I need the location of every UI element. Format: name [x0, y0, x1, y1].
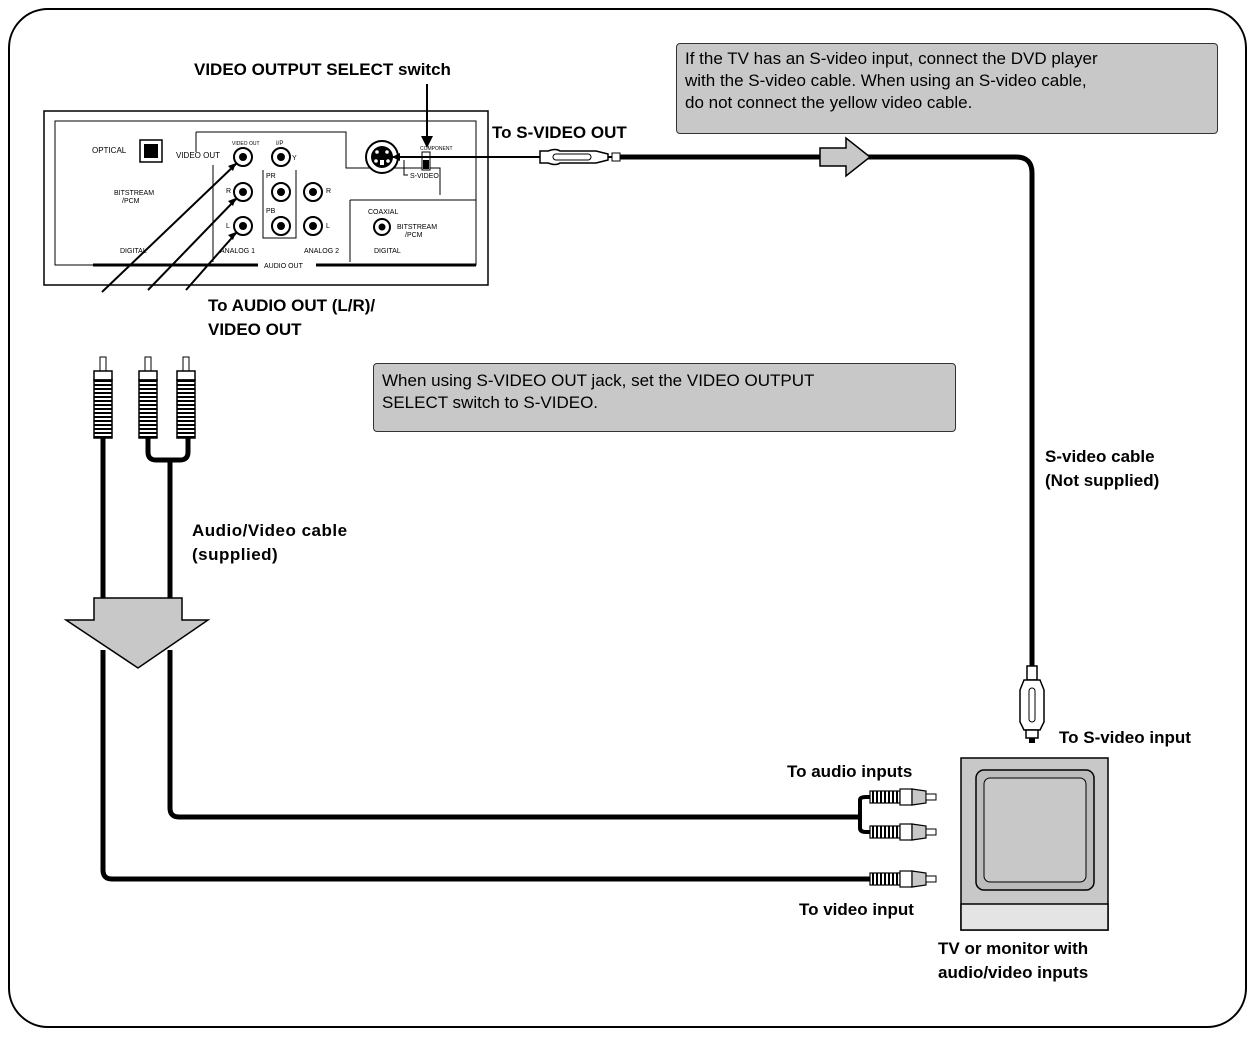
panel-pcm2-label: /PCM — [405, 232, 423, 239]
tv-video-plug — [869, 870, 937, 888]
audio-video-pointer-lines — [101, 162, 238, 293]
panel-bitstream2-label: BITSTREAM — [397, 224, 437, 231]
diagram-frame — [8, 8, 1247, 1028]
panel-l2-label: L — [326, 223, 330, 230]
panel-audio-out-label: AUDIO OUT — [264, 263, 304, 270]
switch-tip-line2: SELECT switch to S-VIDEO. — [382, 393, 599, 412]
av-cable-label-line2: (supplied) — [192, 545, 279, 564]
to-audio-out-label-line1: To AUDIO OUT (L/R)/ — [208, 296, 376, 315]
to-svideo-input-label: To S-video input — [1059, 728, 1191, 747]
audio-video-cable — [63, 356, 870, 882]
panel-pb-label: PB — [266, 208, 276, 215]
to-svideo-out-label: To S-VIDEO OUT — [492, 123, 627, 142]
panel-video-out-label: VIDEO OUT — [176, 151, 220, 160]
panel-svideo-label: S-VIDEO — [410, 173, 439, 180]
svideo-tip-note: If the TV has an S-video input, connect … — [676, 43, 1218, 134]
jack-svideo-out — [365, 140, 399, 174]
tv-label-line2: audio/video inputs — [938, 963, 1089, 982]
to-audio-out-label-line2: VIDEO OUT — [208, 320, 302, 339]
svideo-cable-label-line2: (Not supplied) — [1045, 471, 1160, 490]
tv-audio-plug-2 — [869, 823, 937, 841]
av-cable-label-line1: Audio/Video cable — [192, 521, 348, 540]
panel-digital-label: DIGITAL — [120, 248, 147, 255]
video-output-select-label: VIDEO OUTPUT SELECT switch — [194, 60, 451, 79]
jack-analog1-r — [233, 182, 253, 202]
svideo-cable-label-line1: S-video cable — [1045, 447, 1155, 466]
panel-ip-label: I/P — [276, 141, 283, 147]
panel-y-label: Y — [292, 155, 297, 162]
panel-analog1-label: ANALOG 1 — [220, 248, 255, 255]
panel-digital2-label: DIGITAL — [374, 248, 401, 255]
svideo-cable — [390, 136, 1045, 743]
panel-component-label: COMPONENT — [420, 146, 453, 152]
panel-analog2-label: ANALOG 2 — [304, 248, 339, 255]
jack-video-out — [233, 147, 253, 167]
jack-pb — [271, 216, 291, 236]
switch-tip-line1: When using S-VIDEO OUT jack, set the VID… — [382, 371, 815, 390]
tv-label-line1: TV or monitor with — [938, 939, 1089, 958]
tv-monitor — [960, 757, 1109, 931]
switch-tip-note: When using S-VIDEO OUT jack, set the VID… — [373, 363, 956, 432]
to-video-input-label: To video input — [799, 900, 914, 919]
tv-audio-plug-1 — [869, 788, 937, 806]
to-audio-inputs-label: To audio inputs — [787, 762, 913, 781]
rca-plug-video — [93, 356, 113, 439]
video-output-select-switch — [403, 151, 431, 176]
rca-plug-audio-left — [176, 356, 196, 439]
jack-y — [271, 147, 291, 167]
jack-analog1-l — [233, 216, 253, 236]
panel-l1-label: L — [226, 223, 230, 230]
panel-r1-label: R — [226, 188, 231, 195]
dvd-rear-panel: OPTICAL BITSTREAM /PCM DIGITAL VIDEO OUT… — [43, 110, 489, 286]
optical-jack — [139, 139, 163, 163]
rca-plug-audio-right — [138, 356, 158, 439]
panel-optical-label: OPTICAL — [92, 146, 127, 155]
svideo-tip-line2: with the S-video cable. When using an S-… — [685, 71, 1087, 90]
jack-analog2-r — [303, 182, 323, 202]
jack-pr — [271, 182, 291, 202]
jack-coaxial — [373, 218, 391, 236]
jack-analog2-l — [303, 216, 323, 236]
panel-video-out-small-label: VIDEO OUT — [232, 141, 260, 147]
panel-pcm-label: /PCM — [122, 198, 140, 205]
panel-coaxial-label: COAXIAL — [368, 209, 398, 216]
panel-r2-label: R — [326, 188, 331, 195]
svideo-tip-line3: do not connect the yellow video cable. — [685, 93, 973, 112]
panel-pr-label: PR — [266, 173, 276, 180]
switch-pointer-arrow — [421, 84, 433, 148]
panel-bitstream-label: BITSTREAM — [114, 190, 154, 197]
svideo-tip-line1: If the TV has an S-video input, connect … — [685, 49, 1098, 68]
